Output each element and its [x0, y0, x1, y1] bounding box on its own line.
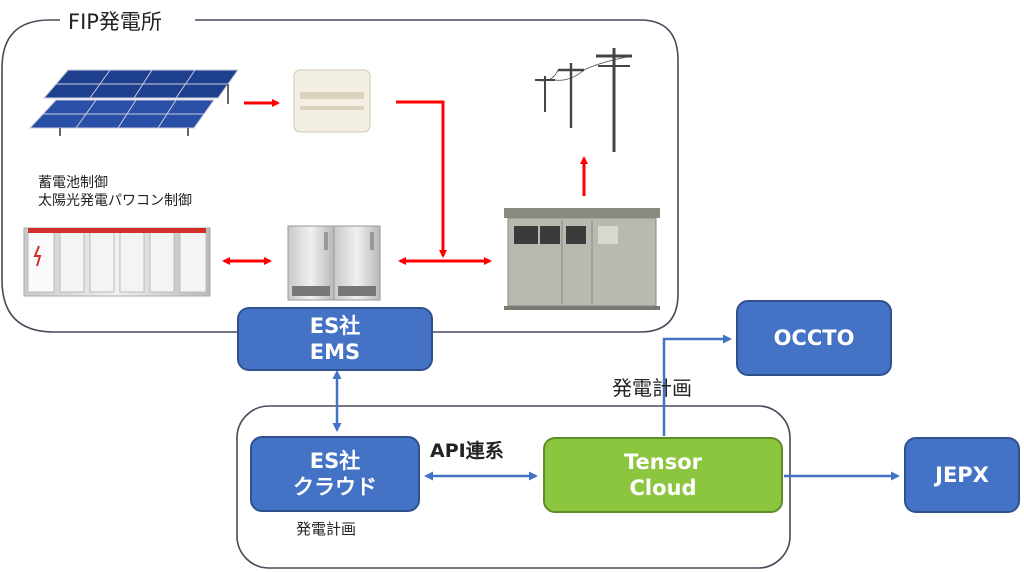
generation-plan-label-left: 発電計画: [296, 520, 357, 538]
utility-pole-icon: [534, 48, 633, 152]
substation-icon: [504, 208, 660, 310]
solar-panel-icon: [28, 69, 239, 136]
generation-plan-label-right: 発電計画: [612, 376, 692, 400]
pcs-to-grid-line-arrow: [396, 100, 447, 258]
occto-box: OCCTO: [736, 300, 892, 376]
cloud-box: ES社 クラウド: [250, 436, 420, 512]
fip-plant-title: FIP発電所: [68, 10, 162, 34]
tensor-cloud-box: Tensor Cloud: [543, 437, 783, 513]
battery-control-note-line2: 太陽光発電パワコン制御: [38, 193, 192, 209]
api-link-label: API連系: [430, 440, 504, 462]
fip-plant-frame: [1, 19, 679, 333]
battery-control-note-line1: 蓄電池制御: [38, 175, 108, 191]
planning-frame: [236, 405, 791, 569]
ems-server-icon: [287, 225, 381, 301]
power-flow-arrows: [222, 99, 588, 265]
battery-rack-icon: [23, 227, 211, 297]
tensor-to-occto-arrow: [662, 334, 732, 436]
power-conditioner-icon: [293, 69, 371, 133]
ems-box: ES社 EMS: [237, 307, 433, 371]
jepx-box: JEPX: [904, 437, 1020, 513]
data-flow-arrows: [332, 334, 900, 481]
